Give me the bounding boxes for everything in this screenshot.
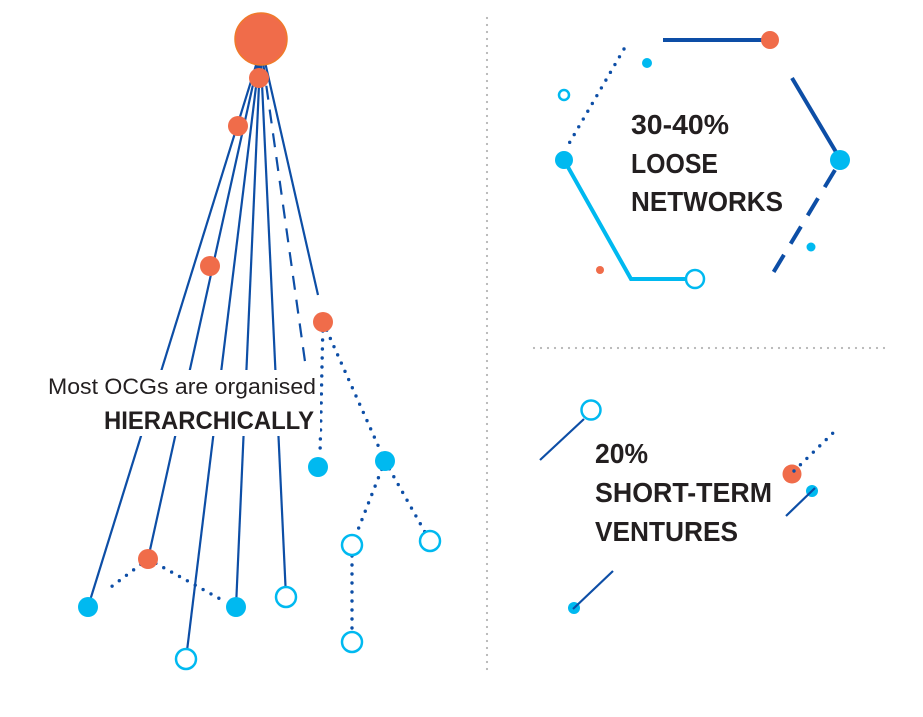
cyan-dot xyxy=(806,242,816,252)
cyan-node xyxy=(555,151,573,169)
orange-node xyxy=(761,31,779,49)
cyan-node xyxy=(830,150,850,170)
hollow-node xyxy=(274,585,298,609)
hollow-node xyxy=(418,529,442,553)
loose-networks-line1: LOOSE xyxy=(631,148,718,179)
dotted-link xyxy=(792,430,836,473)
stick-line xyxy=(572,570,614,610)
dotted-link xyxy=(318,320,325,457)
tree-branch xyxy=(146,61,260,560)
tree-branch xyxy=(86,61,259,608)
short-term-line2: VENTURES xyxy=(595,516,738,547)
orange-node xyxy=(200,256,220,276)
loose-networks-line2: NETWORKS xyxy=(631,186,783,217)
hollow-dot xyxy=(557,88,571,102)
stick-line xyxy=(539,418,585,461)
orange-node xyxy=(249,68,269,88)
dotted-link xyxy=(350,459,387,547)
hierarchy-caption: Most OCGs are organised xyxy=(48,374,316,399)
short-term-line1: SHORT-TERM xyxy=(595,477,772,508)
hollow-node xyxy=(340,533,364,557)
short-term-graphic: 20% SHORT-TERM VENTURES xyxy=(539,399,836,614)
boss-node xyxy=(234,12,288,66)
loose-networks-percent: 30-40% xyxy=(631,109,729,140)
label-backing xyxy=(44,370,320,436)
dotted-edge xyxy=(565,47,626,149)
dotted-link xyxy=(383,459,432,543)
tree-branch xyxy=(263,61,320,296)
cyan-node xyxy=(78,597,98,617)
tree-branch xyxy=(184,61,261,660)
hollow-node xyxy=(174,647,198,671)
stick-line xyxy=(785,487,816,517)
hex-edge-cyan xyxy=(562,159,690,281)
hollow-node xyxy=(684,268,706,290)
orange-node xyxy=(782,464,802,484)
loose-networks-graphic: 30-40% LOOSE NETWORKS xyxy=(555,31,850,290)
dotted-link xyxy=(321,320,387,463)
hierarchy-heading: HIERARCHICALLY xyxy=(104,407,314,435)
dotted-link xyxy=(146,557,224,602)
hierarchy-tree: Most OCGs are organised HIERARCHICALLY xyxy=(44,12,442,671)
orange-node xyxy=(228,116,248,136)
cyan-node xyxy=(308,457,328,477)
hollow-node xyxy=(340,630,364,654)
short-term-percent: 20% xyxy=(595,438,648,469)
cyan-node xyxy=(226,597,246,617)
cyan-node xyxy=(375,451,395,471)
cyan-dot xyxy=(642,58,652,68)
hex-edge-dashed xyxy=(768,168,837,280)
tree-branch xyxy=(234,61,262,608)
hollow-node xyxy=(580,399,602,421)
orange-node xyxy=(138,549,158,569)
hex-edge xyxy=(790,76,838,154)
orange-node xyxy=(313,312,333,332)
tree-branch xyxy=(259,61,288,598)
orange-dot xyxy=(596,266,604,274)
